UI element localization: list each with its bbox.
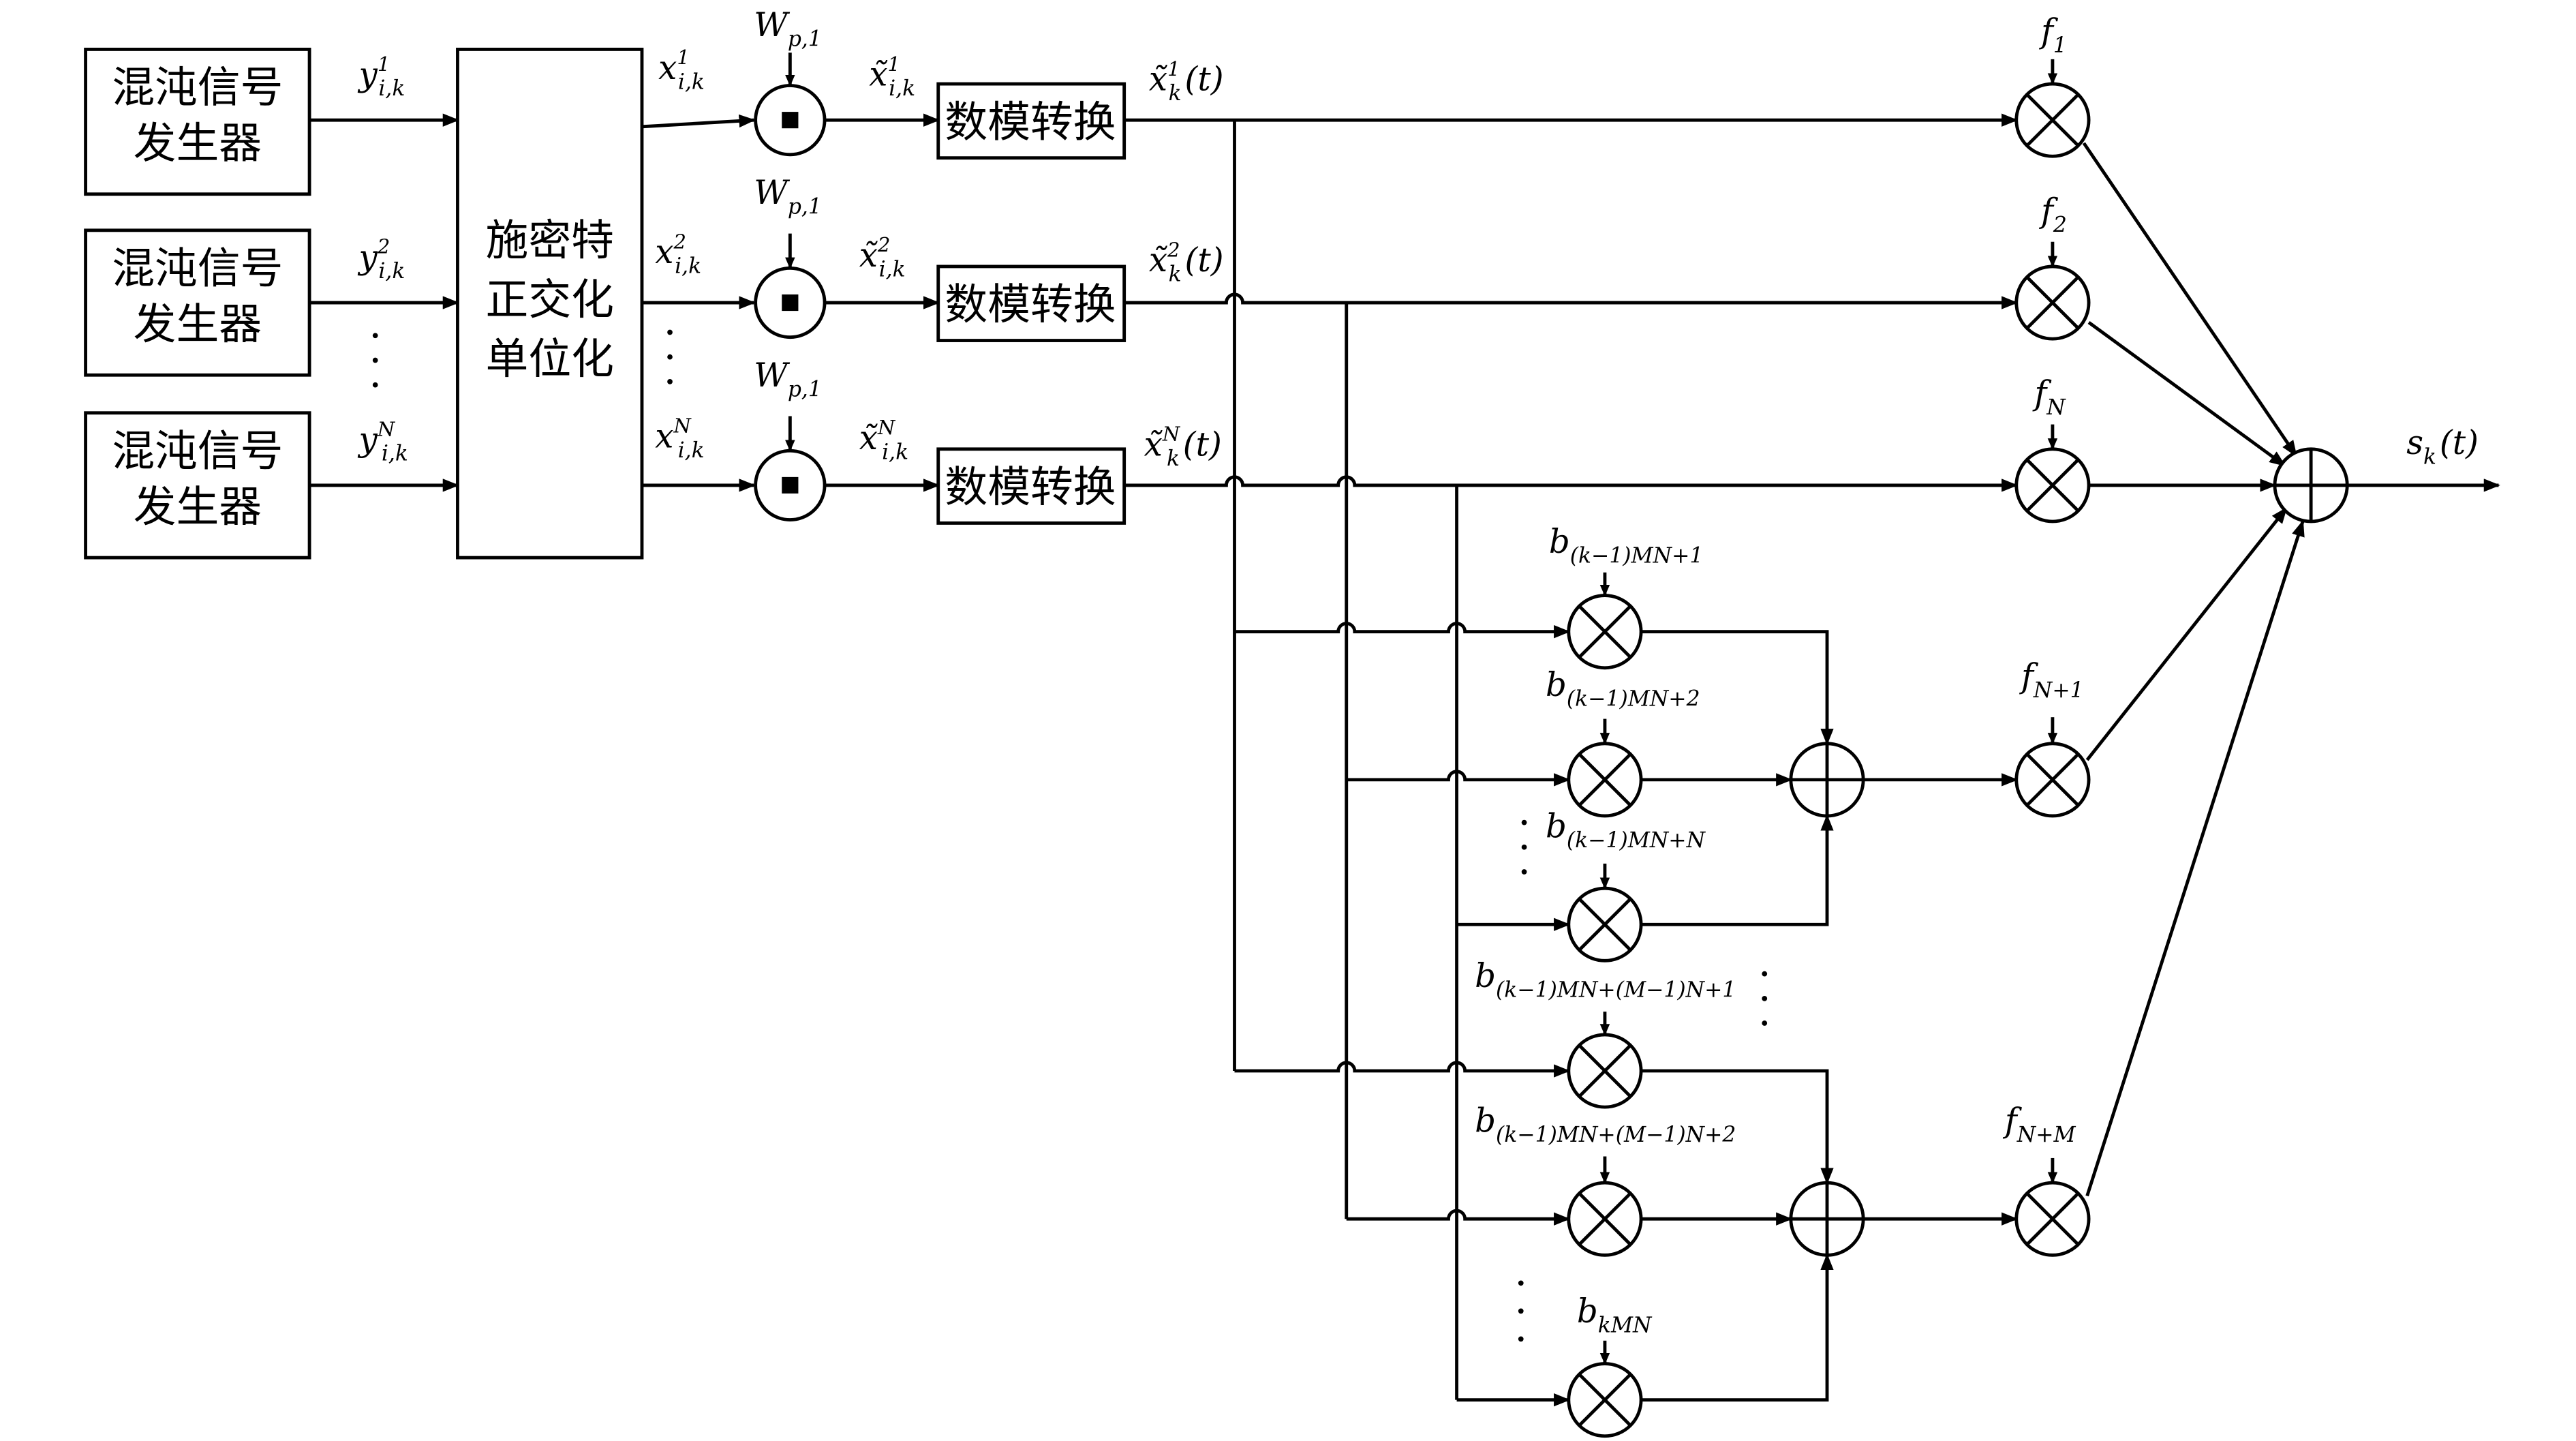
svg-text:yNi,k: yNi,k: [358, 418, 408, 466]
w-multiplier-1: Wp,1: [754, 6, 827, 157]
branch-lines: [1234, 622, 1571, 1407]
b-multiplier-6: bkMN: [1567, 1292, 1653, 1438]
f-multiplier-2: f2: [2014, 192, 2091, 341]
svg-text:数模转换: 数模转换: [945, 279, 1116, 329]
f-multiplier-n-plus-1: fN+1: [2014, 658, 2091, 818]
adder-2: [1789, 1181, 1865, 1257]
svg-text:fN: fN: [2032, 375, 2066, 420]
f-multiplier-1: f1: [2014, 13, 2091, 158]
b-multiplier-5: b(k−1)MN+(M−1)N+2: [1475, 1102, 1736, 1257]
main-signal-lines: [1124, 113, 2019, 492]
svg-text:施密特: 施密特: [486, 215, 614, 265]
chaos-generator-1: 混沌信号 发生器: [84, 47, 311, 196]
svg-text:数模转换: 数模转换: [945, 462, 1116, 512]
svg-text:y2i,k: y2i,k: [358, 235, 405, 284]
svg-text:x2i,k: x2i,k: [655, 230, 701, 278]
svg-text:x̃Ni,k: x̃Ni,k: [859, 416, 908, 464]
b-multiplier-1: b(k−1)MN+1: [1549, 523, 1704, 670]
svg-text:正交化: 正交化: [486, 275, 614, 324]
svg-text:f1: f1: [2039, 13, 2067, 58]
svg-text:sk(t): sk(t): [2406, 424, 2479, 469]
b-multiplier-2: b(k−1)MN+2: [1546, 666, 1700, 818]
b-multiplier-3: b(k−1)MN+N: [1546, 807, 1706, 962]
dac-block-1: 数模转换: [936, 82, 1126, 160]
svg-text:混沌信号: 混沌信号: [112, 63, 283, 112]
svg-text:混沌信号: 混沌信号: [112, 426, 283, 476]
final-adder: [2273, 447, 2349, 524]
adder-1: [1789, 742, 1865, 818]
dac-block-n: 数模转换: [936, 447, 1126, 525]
svg-text:发生器: 发生器: [134, 119, 262, 168]
svg-text:发生器: 发生器: [134, 482, 262, 532]
b-to-adder-lines: [1641, 630, 1834, 1402]
x-vertical-dots: [667, 329, 673, 384]
chaos-generator-2: 混沌信号 发生器: [84, 228, 311, 377]
svg-text:b(k−1)MN+(M−1)N+1: b(k−1)MN+(M−1)N+1: [1475, 957, 1736, 1002]
f-multiplier-n: fN: [2014, 375, 2091, 524]
svg-text:b(k−1)MN+N: b(k−1)MN+N: [1546, 807, 1706, 852]
svg-text:Wp,1: Wp,1: [754, 357, 822, 401]
w-multiplier-2: Wp,1: [754, 174, 827, 339]
final-sum-inputs: [2082, 142, 2305, 1197]
svg-text:Wp,1: Wp,1: [754, 174, 822, 219]
svg-text:b(k−1)MN+(M−1)N+2: b(k−1)MN+(M−1)N+2: [1475, 1102, 1736, 1147]
y-vertical-dots: [372, 333, 378, 388]
svg-text:混沌信号: 混沌信号: [112, 243, 283, 293]
svg-text:bkMN: bkMN: [1577, 1292, 1653, 1337]
w-multiplier-n: Wp,1: [754, 357, 827, 521]
dac-block-2: 数模转换: [936, 264, 1126, 342]
svg-text:发生器: 发生器: [134, 299, 262, 349]
svg-text:y1i,k: y1i,k: [358, 52, 405, 101]
svg-text:单位化: 单位化: [486, 334, 614, 384]
b-dots: [1518, 819, 1768, 1342]
svg-text:x̃2i,k: x̃2i,k: [859, 233, 906, 282]
svg-text:x1i,k: x1i,k: [658, 46, 705, 94]
b-multiplier-4: b(k−1)MN+(M−1)N+1: [1475, 957, 1736, 1109]
bus-lines: [1233, 120, 1458, 1400]
svg-text:b(k−1)MN+2: b(k−1)MN+2: [1546, 666, 1700, 711]
schmidt-orthonormalization-block: 施密特 正交化 单位化: [456, 47, 644, 560]
svg-text:f2: f2: [2039, 192, 2067, 237]
output-signal: sk(t): [2347, 424, 2500, 492]
f-multiplier-n-plus-m: fN+M: [2003, 1102, 2091, 1257]
svg-text:fN+1: fN+1: [2019, 658, 2084, 703]
svg-text:b(k−1)MN+1: b(k−1)MN+1: [1549, 523, 1704, 568]
svg-text:fN+M: fN+M: [2003, 1102, 2076, 1147]
svg-text:Wp,1: Wp,1: [754, 6, 822, 51]
svg-text:x̃1i,k: x̃1i,k: [869, 52, 915, 101]
chaos-generator-n: 混沌信号 发生器: [84, 411, 311, 560]
svg-text:数模转换: 数模转换: [945, 97, 1116, 147]
svg-text:xNi,k: xNi,k: [655, 414, 704, 463]
